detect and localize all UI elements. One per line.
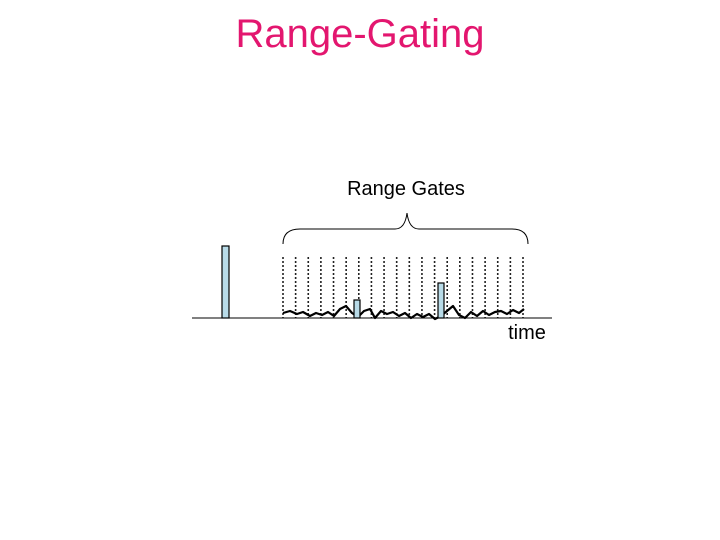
range-gates-brace <box>282 212 529 245</box>
echo-return-2 <box>437 282 445 319</box>
time-axis-label: time <box>508 322 546 344</box>
slide-title: Range-Gating <box>235 12 485 56</box>
transmitted-pulse <box>221 245 230 319</box>
range-gate-lines <box>282 257 524 318</box>
noise-trace <box>282 304 525 321</box>
echo-return-1 <box>353 299 361 319</box>
range-gates-label: Range Gates <box>347 178 465 200</box>
